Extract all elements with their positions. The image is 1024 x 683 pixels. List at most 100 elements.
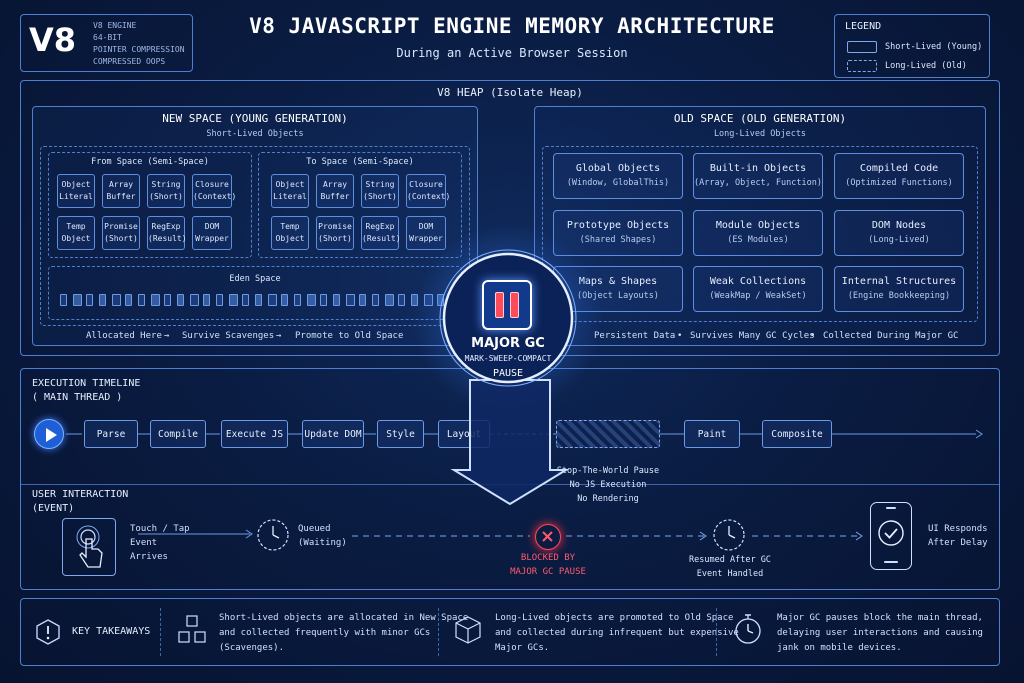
old-footer-sep: • [810,331,816,341]
pause-note: No JS Execution [569,480,647,490]
takeaway-text: jank on mobile devices. [777,643,902,653]
stopwatch-icon [732,612,764,646]
takeaways-panel [20,598,1000,666]
flow-allocated: Allocated Here [86,331,162,341]
pause-note: No Rendering [577,494,639,504]
phone-check-icon [870,502,912,570]
eden-block [359,294,366,306]
interaction-subtitle: (EVENT) [32,503,75,514]
takeaway-text: Major GCs. [495,643,550,653]
young-object: Closure(Context) [406,174,450,208]
old-object: Global Objects(Window, GlobalThis) [553,153,683,199]
old-footer-item: Survives Many GC Cycles [690,331,815,341]
gc-pause-block [556,420,660,448]
responds-text: After Delay [928,538,988,548]
eden-block [372,294,379,306]
gc-pause-label: PAUSE [492,368,524,379]
eden-block [333,294,340,306]
young-object: String(Short) [147,174,185,208]
touch-text: Event [130,538,158,548]
queued-text: (Waiting) [298,538,347,548]
eden-block [294,294,301,306]
old-object: Built-in Objects(Array, Object, Function… [693,153,823,199]
pause-icon [482,280,532,330]
resumed-clock-icon [712,518,746,552]
old-space-title: OLD SPACE (OLD GENERATION) [673,112,847,125]
legend-item: Long-Lived (Old) [885,61,967,71]
old-object: Weak Collections(WeakMap / WeakSet) [693,266,823,312]
takeaway-divider [438,608,439,656]
blocks-icon [176,614,208,646]
takeaway-text: delaying user interactions and causing [777,628,983,638]
new-space-title: NEW SPACE (YOUNG GENERATION) [162,112,348,125]
v8-logo: V8 [29,21,77,59]
resumed-text: Event Handled [696,569,764,579]
eden-allocation-blocks [60,294,452,308]
step-composite: Composite [762,420,832,448]
step-paint: Paint [684,420,740,448]
heap-title: V8 HEAP (Isolate Heap) [437,86,583,99]
eden-block [281,294,288,306]
old-object: Prototype Objects(Shared Shapes) [553,210,683,256]
eden-block [346,294,355,306]
flow-promote: Promote to Old Space [295,331,404,341]
takeaway-divider [160,608,161,656]
timeline-subtitle: ( MAIN THREAD ) [32,392,123,403]
old-object: Compiled Code(Optimized Functions) [834,153,964,199]
to-space [258,152,462,258]
young-object: String(Short) [361,174,399,208]
badge-line: 64-BIT [93,33,122,42]
eden-block [86,294,93,306]
eden-block [99,294,106,306]
cube-icon [452,614,484,646]
legend-swatch-young [847,41,877,53]
old-object: Internal Structures(Engine Bookkeeping) [834,266,964,312]
old-object: DOM Nodes(Long-Lived) [834,210,964,256]
eden-block [138,294,145,306]
eden-block [320,294,327,306]
eden-block [190,294,199,306]
legend-item: Short-Lived (Young) [885,42,983,52]
young-object: RegExp(Result) [147,216,187,250]
warning-icon [34,618,62,646]
old-footer-sep: • [677,331,683,341]
legend: LEGEND Short-Lived (Young) Long-Lived (O… [834,14,990,78]
takeaway-text: Major GC pauses block the main thread, [777,613,983,623]
blocked-text: BLOCKED BY [520,553,576,563]
from-space-title: From Space (Semi-Space) [91,157,209,167]
takeaway-text: (Scavenges). [219,643,285,653]
eden-block [112,294,121,306]
step-parse: Parse [84,420,138,448]
flow-arrow: → [276,331,282,341]
young-object: RegExp(Result) [361,216,401,250]
step-execute-js: Execute JS [221,420,288,448]
responds-text: UI Responds [928,524,988,534]
legend-swatch-old [847,60,877,72]
touch-text: Touch / Tap [130,524,190,534]
eden-block [307,294,316,306]
page-subtitle: During an Active Browser Session [396,46,628,60]
gc-subtitle: MARK-SWEEP-COMPACT [464,354,552,363]
eden-block [60,294,67,306]
flow-arrow: → [164,331,170,341]
eden-block [268,294,277,306]
takeaways-title: KEY TAKEAWAYS [72,626,151,637]
interaction-title: USER INTERACTION [32,489,129,500]
takeaway-text: Short-Lived objects are allocated in New… [219,613,469,623]
eden-block [216,294,223,306]
play-icon[interactable] [34,419,64,449]
takeaway-divider [716,608,717,656]
takeaway-text: and collected frequently with minor GCs [219,628,431,638]
new-space-subtitle: Short-Lived Objects [206,129,304,139]
blocked-icon [535,524,561,550]
touch-text: Arrives [130,552,168,562]
eden-block [164,294,171,306]
